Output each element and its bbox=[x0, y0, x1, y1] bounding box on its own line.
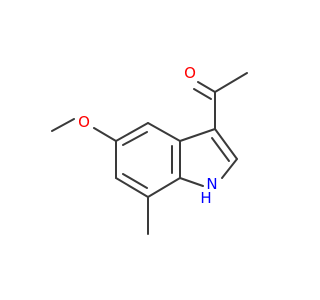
bond-methoxy-oxygen-methyl bbox=[51, 118, 75, 132]
bond-carbonyl-oxygen bbox=[197, 81, 216, 93]
nitrogen-label: N bbox=[206, 175, 217, 193]
bond-c6-c7-inner bbox=[122, 173, 148, 189]
bond-c3-c2 bbox=[214, 128, 238, 160]
bond-c6-c7 bbox=[115, 177, 149, 198]
bond-c3a-c3 bbox=[179, 128, 216, 142]
bond-n1-c7a bbox=[179, 177, 204, 187]
bond-carbonyl-methyl bbox=[214, 72, 248, 93]
bond-c3-c2-inner bbox=[211, 137, 230, 162]
methoxy-oxygen-label: O bbox=[78, 113, 90, 131]
bond-c4-c5 bbox=[115, 122, 149, 142]
bond-c2-n1 bbox=[221, 158, 238, 179]
bond-c4-c5-inner bbox=[122, 131, 148, 146]
bond-c3a-c4 bbox=[147, 122, 181, 142]
carbonyl-oxygen-label: O bbox=[184, 64, 196, 82]
bond-carbonyl-oxygen-double bbox=[193, 88, 212, 100]
bond-c5-methoxy-oxygen bbox=[93, 127, 117, 142]
nitrogen-hydrogen-label: H bbox=[200, 189, 211, 207]
bond-c7-c7a bbox=[147, 177, 181, 198]
molecule-structure: O O N H bbox=[51, 64, 248, 235]
